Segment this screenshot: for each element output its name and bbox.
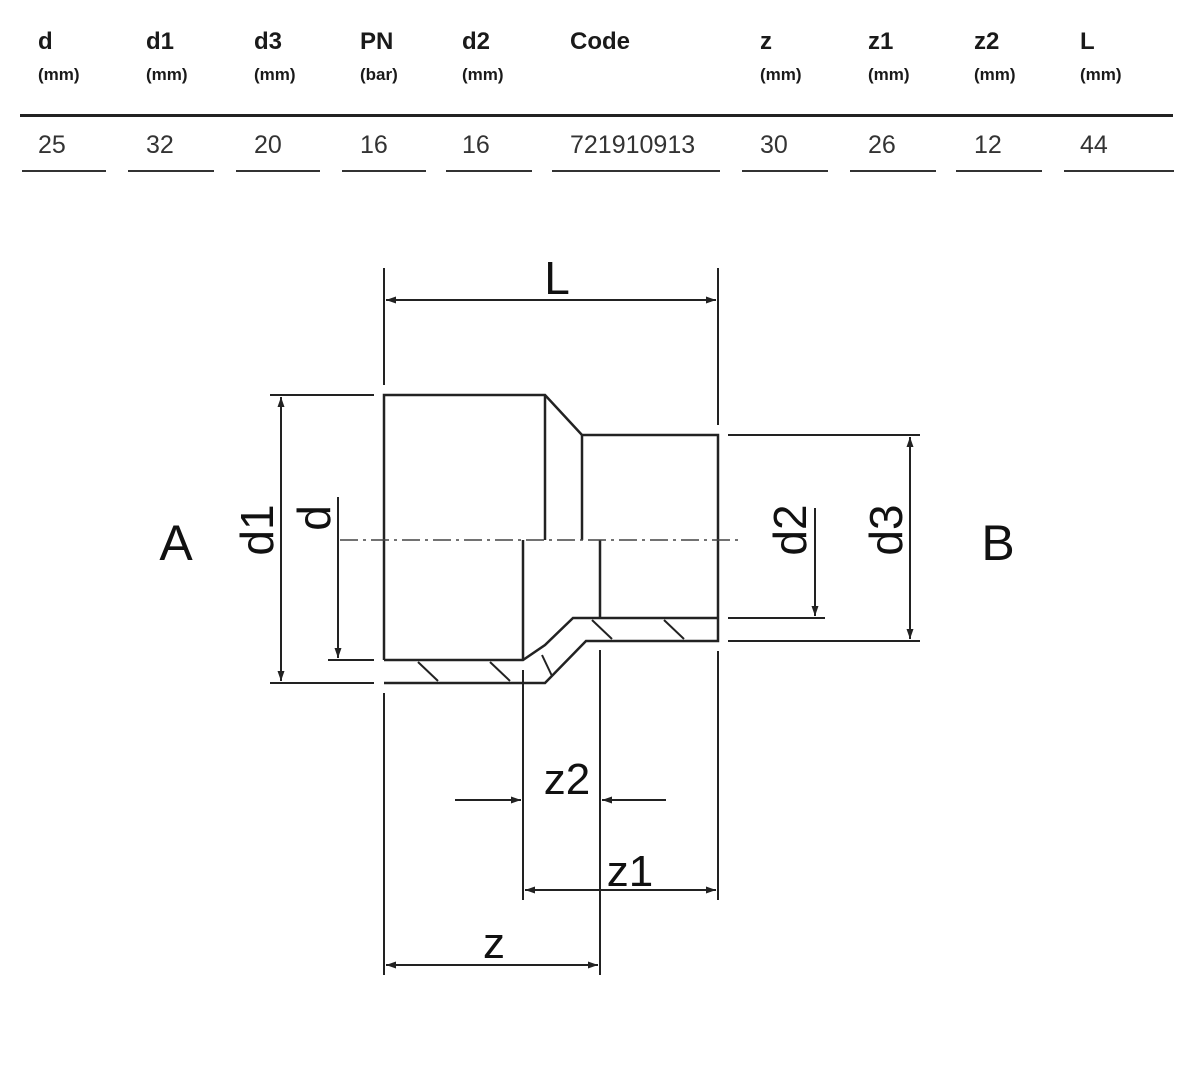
header-z2: z2(mm) bbox=[974, 28, 1016, 84]
cell-underline bbox=[552, 170, 720, 172]
hatch-line bbox=[591, 619, 613, 640]
label-z1: z1 bbox=[607, 847, 653, 896]
cell-underline bbox=[1064, 170, 1174, 172]
label-z: z bbox=[483, 919, 505, 968]
cell-underline bbox=[850, 170, 936, 172]
cell-d: 25 bbox=[38, 131, 66, 159]
header-z1: z1(mm) bbox=[868, 28, 910, 84]
cell-underline bbox=[742, 170, 828, 172]
header-d2: d2(mm) bbox=[462, 28, 504, 84]
label-d3: d3 bbox=[860, 504, 912, 555]
cell-d2: 16 bbox=[462, 131, 490, 159]
header-d1: d1(mm) bbox=[146, 28, 188, 84]
cell-z2: 12 bbox=[974, 131, 1002, 159]
cell-z1: 26 bbox=[868, 131, 896, 159]
header-code: Code bbox=[570, 28, 630, 55]
hatch-line bbox=[417, 661, 439, 682]
cell-underline bbox=[342, 170, 426, 172]
cell-underline bbox=[128, 170, 214, 172]
header-d3: d3(mm) bbox=[254, 28, 296, 84]
spec-table: d(mm) d1(mm) d3(mm) PN(bar) d2(mm) Code … bbox=[20, 0, 1175, 180]
cell-pn: 16 bbox=[360, 131, 388, 159]
fitting-inner-wall bbox=[384, 616, 718, 662]
extension-lines bbox=[270, 268, 920, 975]
fitting-outer-contour bbox=[382, 393, 720, 660]
label-l: L bbox=[544, 252, 570, 304]
label-z2: z2 bbox=[544, 755, 590, 804]
header-divider bbox=[20, 114, 1173, 117]
cell-d3: 20 bbox=[254, 131, 282, 159]
hatch-line bbox=[541, 654, 553, 677]
label-d1: d1 bbox=[231, 504, 283, 555]
header-pn: PN(bar) bbox=[360, 28, 398, 84]
cell-underline bbox=[22, 170, 106, 172]
header-z: z(mm) bbox=[760, 28, 802, 84]
dimension-labels: A B L d1 d d2 d3 z2 z1 z bbox=[159, 252, 1014, 968]
fitting-outer-wall bbox=[384, 618, 720, 685]
header-l: L(mm) bbox=[1080, 28, 1122, 84]
fitting-outline bbox=[382, 393, 720, 685]
label-end-a: A bbox=[159, 515, 193, 571]
label-end-b: B bbox=[981, 515, 1014, 571]
header-d: d(mm) bbox=[38, 28, 80, 84]
cell-l: 44 bbox=[1080, 131, 1108, 159]
cell-underline bbox=[446, 170, 532, 172]
wall-hatching bbox=[417, 619, 685, 682]
cell-underline bbox=[956, 170, 1042, 172]
dimension-lines bbox=[277, 296, 914, 969]
hatch-line bbox=[489, 661, 511, 682]
cell-d1: 32 bbox=[146, 131, 174, 159]
label-d2: d2 bbox=[764, 504, 816, 555]
hatch-line bbox=[663, 619, 685, 640]
cell-z: 30 bbox=[760, 131, 788, 159]
cell-underline bbox=[236, 170, 320, 172]
cell-code: 721910913 bbox=[570, 131, 696, 159]
label-d: d bbox=[288, 505, 340, 531]
